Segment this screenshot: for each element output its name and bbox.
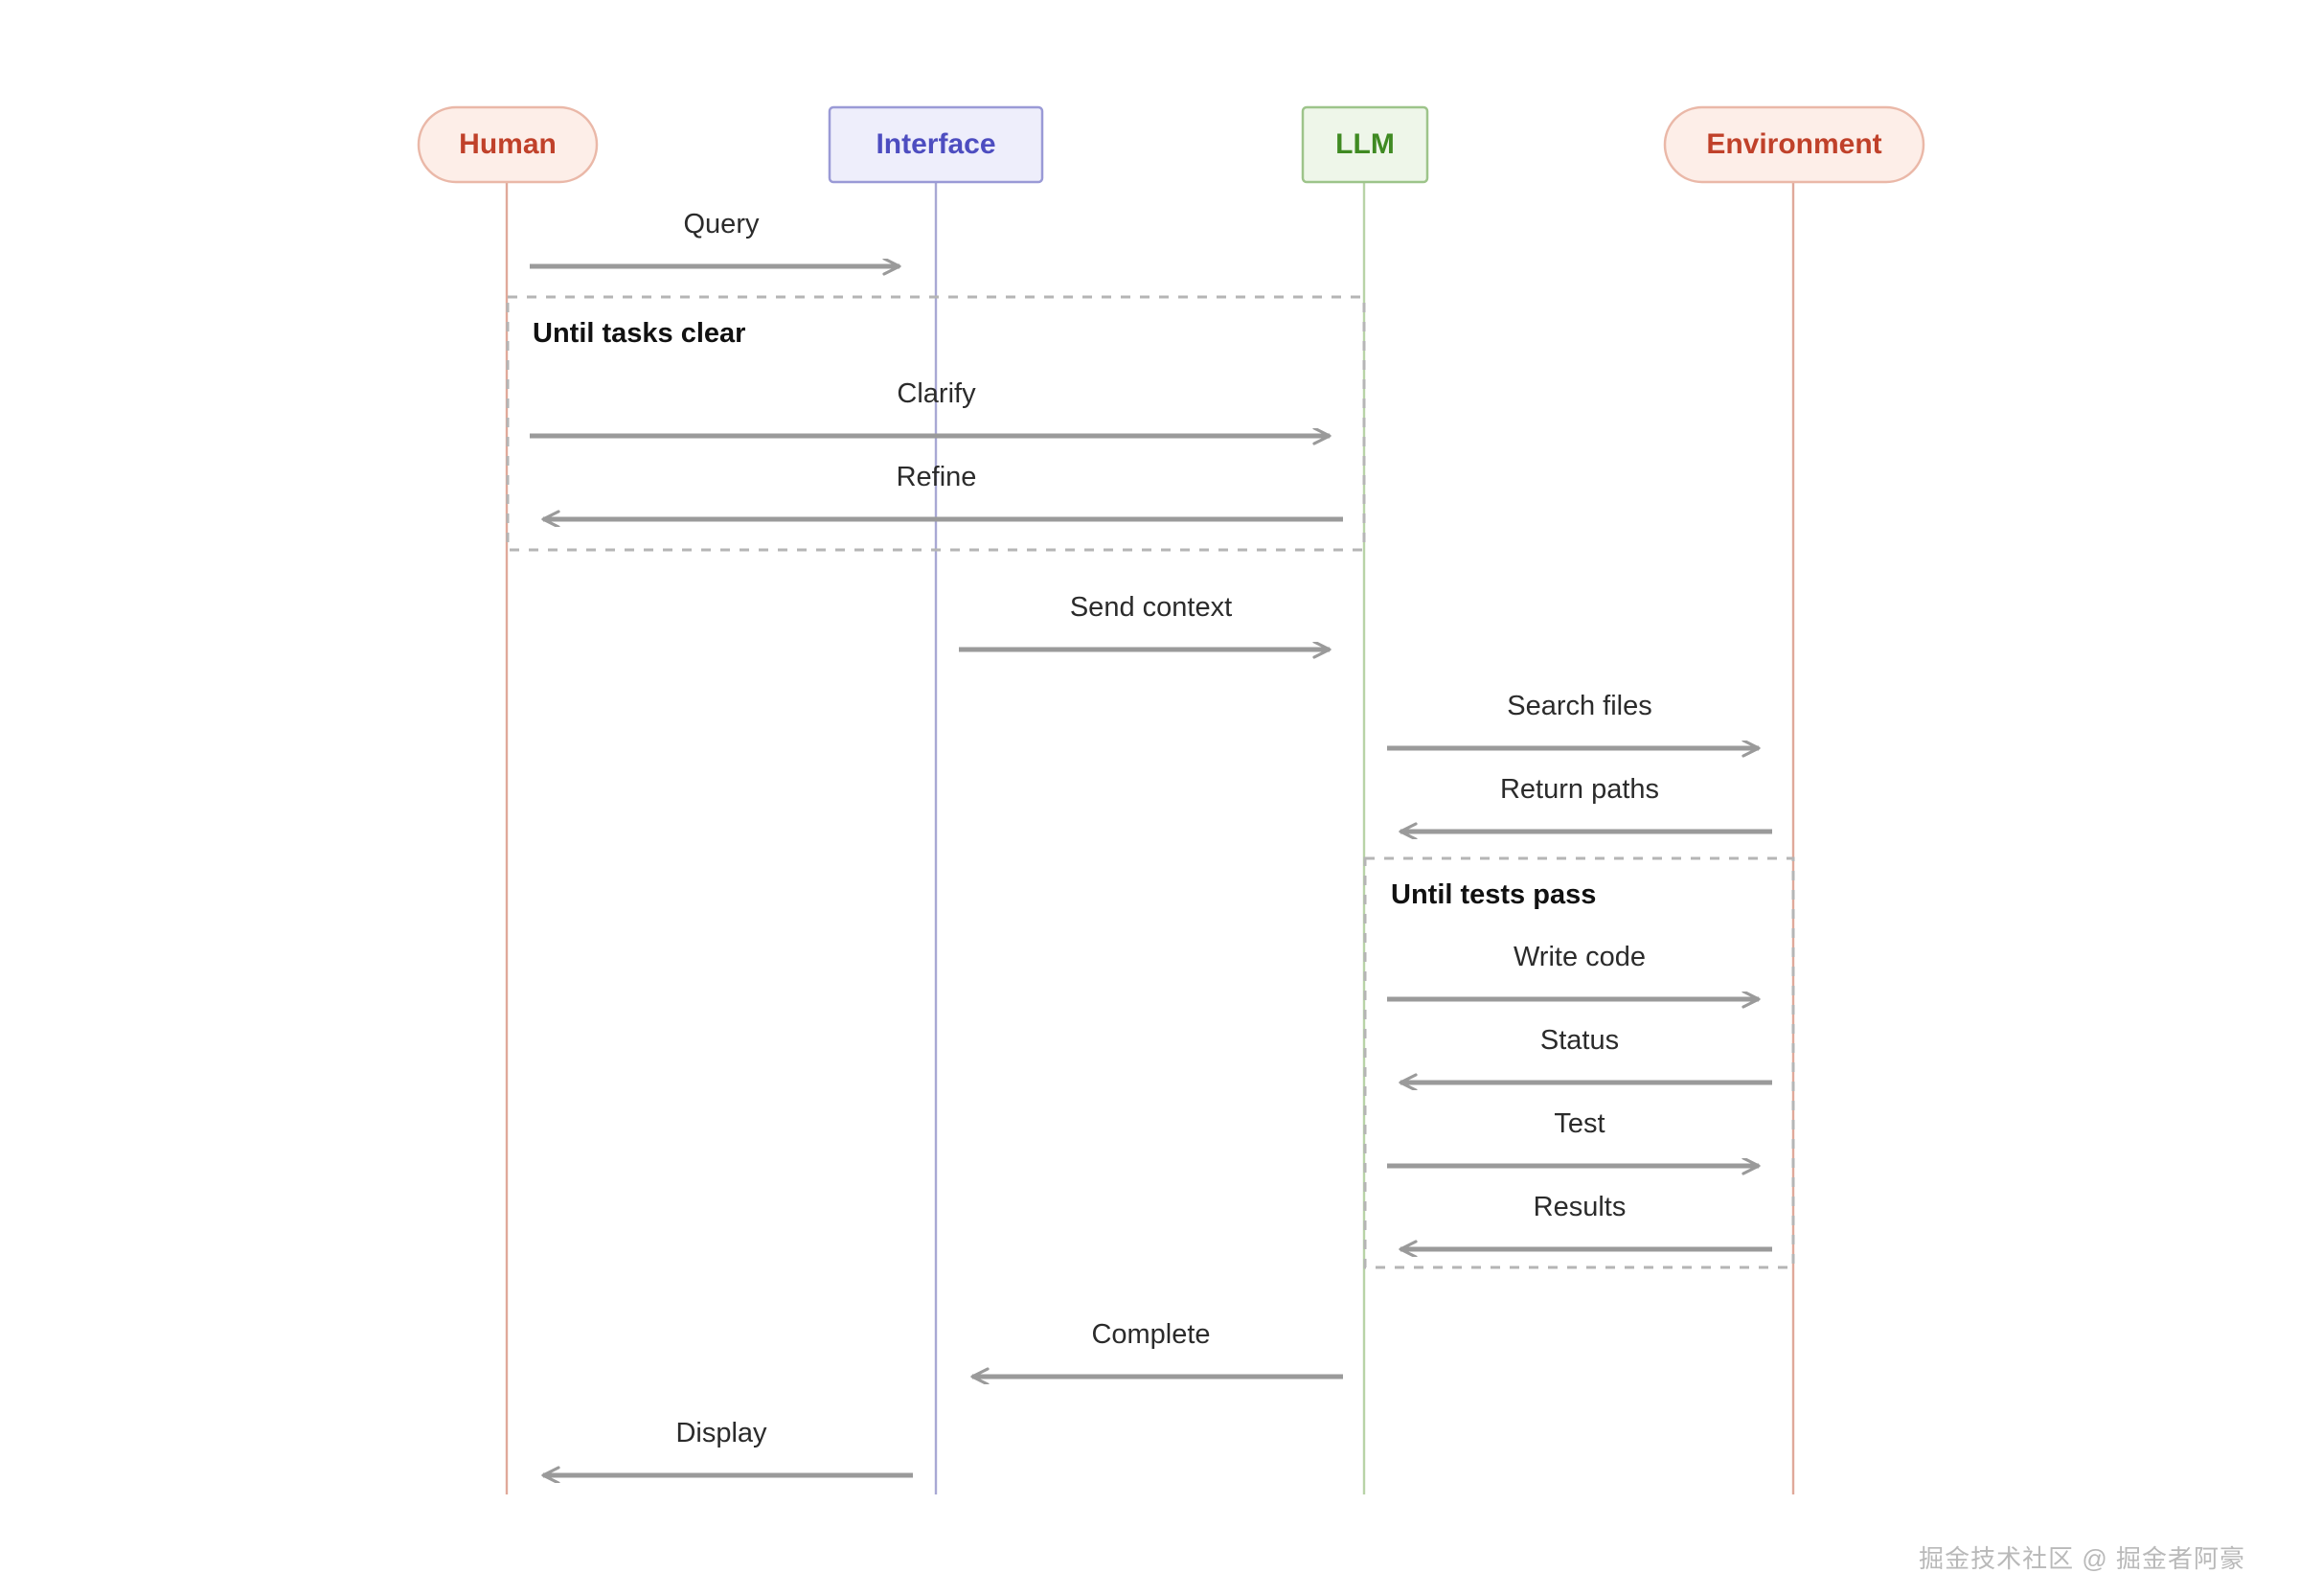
message-label-m3: Refine	[897, 462, 977, 492]
message-label-m5: Search files	[1507, 691, 1652, 721]
participant-boxes-group: Human Interface LLM Environment	[417, 105, 1925, 184]
message-m10: Results	[1400, 1192, 1772, 1249]
message-label-m9: Test	[1554, 1108, 1605, 1139]
loop-label-loop-tests-pass: Until tests pass	[1391, 879, 1596, 910]
message-label-m6: Return paths	[1500, 774, 1659, 805]
watermark-text: 掘金技术社区 @ 掘金者阿豪	[1919, 1544, 2245, 1573]
participant-environment[interactable]: Environment	[1663, 105, 1925, 184]
message-m2: Clarify	[530, 378, 1330, 436]
message-label-m1: Query	[684, 209, 760, 239]
message-m8: Status	[1400, 1025, 1772, 1083]
participant-box-interface[interactable]	[828, 105, 1044, 184]
loop-frame-loop-tasks-clear	[506, 295, 1366, 552]
participant-box-llm[interactable]	[1301, 105, 1429, 184]
message-label-m10: Results	[1534, 1192, 1627, 1222]
participant-label-human: Human	[459, 128, 557, 160]
participant-box-environment[interactable]	[1663, 105, 1925, 184]
message-m9: Test	[1387, 1108, 1759, 1166]
participant-box-human[interactable]	[417, 105, 599, 184]
message-label-m12: Display	[675, 1418, 767, 1448]
lifelines-group	[505, 182, 1795, 1494]
participant-label-interface: Interface	[876, 128, 995, 160]
message-m5: Search files	[1387, 691, 1759, 748]
message-m4: Send context	[959, 592, 1330, 650]
message-label-m11: Complete	[1091, 1319, 1210, 1350]
loop-frame-loop-tests-pass	[1363, 856, 1795, 1269]
message-m6: Return paths	[1400, 774, 1772, 832]
message-label-m8: Status	[1540, 1025, 1619, 1056]
message-m1: Query	[530, 209, 899, 266]
message-label-m4: Send context	[1070, 592, 1232, 623]
participant-human[interactable]: Human	[417, 105, 599, 184]
message-m3: Refine	[543, 462, 1343, 519]
loop-label-loop-tasks-clear: Until tasks clear	[533, 318, 745, 349]
message-label-m2: Clarify	[897, 378, 976, 409]
message-label-m7: Write code	[1514, 942, 1646, 972]
participant-label-environment: Environment	[1706, 128, 1881, 160]
message-m12: Display	[543, 1418, 913, 1475]
participant-interface[interactable]: Interface	[828, 105, 1044, 184]
message-m7: Write code	[1387, 942, 1759, 999]
participant-label-llm: LLM	[1335, 128, 1395, 160]
participant-llm[interactable]: LLM	[1301, 105, 1429, 184]
message-m11: Complete	[972, 1319, 1343, 1377]
